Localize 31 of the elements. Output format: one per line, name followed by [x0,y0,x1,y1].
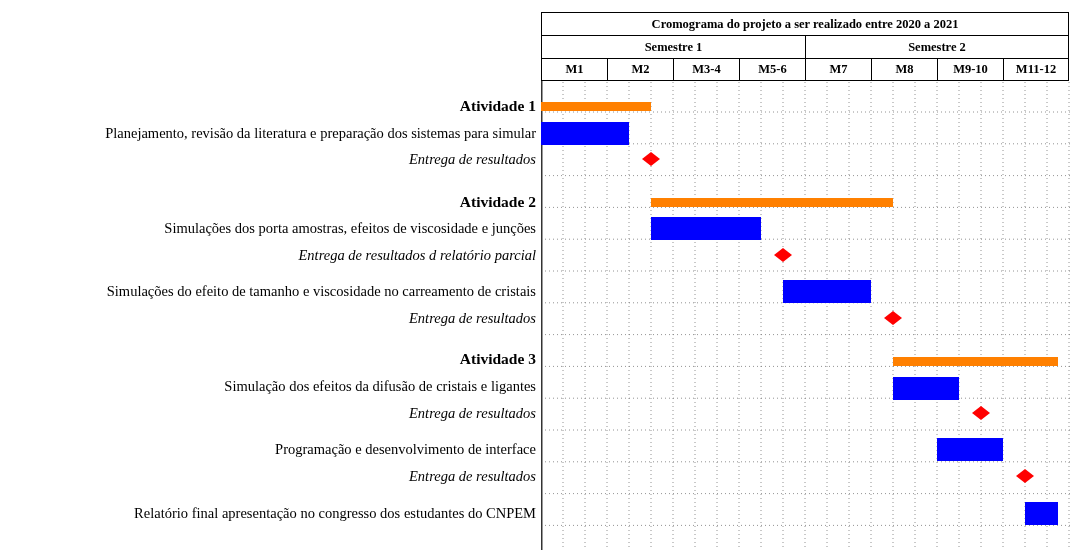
milestone-label: Entrega de resultados [409,467,536,485]
activity-heading: Atividade 1 [459,97,536,115]
task-bar [893,377,959,400]
milestone-diamond [642,152,660,166]
activity-heading: Atividade 3 [459,350,536,368]
task-bar [783,280,871,303]
task-bar [1025,502,1058,525]
summary-bar [651,198,893,207]
task-label: Programação e desenvolvimento de interface [275,440,536,458]
milestone-label: Entrega de resultados [409,309,536,327]
task-bar [651,217,761,240]
chart-title: Cromograma do projeto a ser realizado entre 2020 a 2021 [541,12,1069,36]
milestone-diamond [972,406,990,420]
activity-heading: Atividade 2 [459,193,536,211]
task-bar [937,438,1003,461]
milestone-diamond [1016,469,1034,483]
task-label: Planejamento, revisão da literatura e preparação dos sistemas para simular [105,124,536,142]
milestone-diamond [884,311,902,325]
milestone-diamond [774,248,792,262]
summary-bar [541,102,651,111]
month-header: M1 [541,58,608,81]
month-header: M11-12 [1003,58,1069,81]
task-label: Simulação dos efeitos da difusão de cristais e ligantes [224,377,536,395]
task-label: Relatório final apresentação no congresso dos estudantes do CNPEM [134,504,536,522]
task-bar [541,122,629,145]
milestone-label: Entrega de resultados [409,404,536,422]
milestone-label: Entrega de resultados [409,150,536,168]
task-label: Simulações dos porta amostras, efeitos de viscosidade e junções [164,219,536,237]
task-label: Simulações do efeito de tamanho e viscosidade no carreamento de cristais [106,282,536,300]
milestone-label: Entrega de resultados d relatório parcial [298,246,536,264]
summary-bar [893,357,1058,366]
